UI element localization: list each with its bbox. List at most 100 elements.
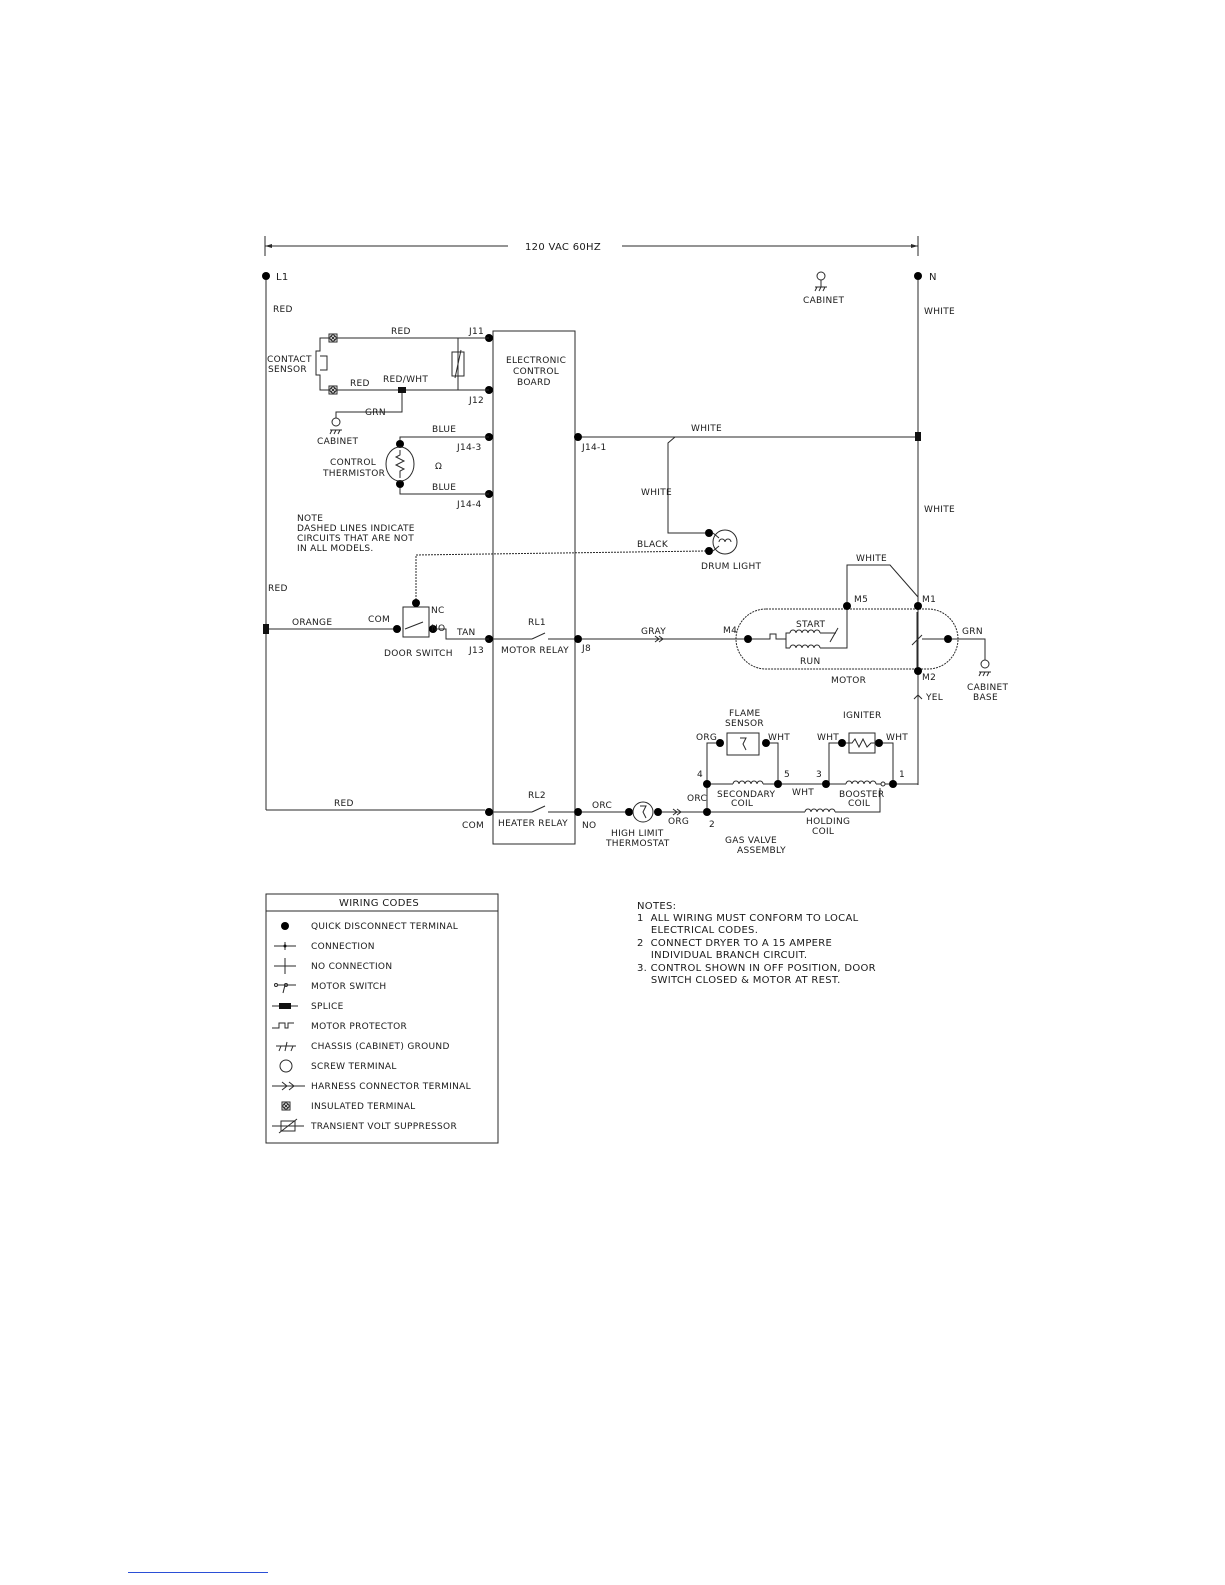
- ecb-label-2: CONTROL: [513, 367, 559, 377]
- transient-volt-suppressor-icon: [272, 1118, 304, 1134]
- transient-volt-suppressor: [451, 337, 489, 391]
- drum-light: [705, 529, 738, 555]
- legend-item-4: SPLICE: [311, 1002, 344, 1012]
- j11-label: J11: [468, 327, 484, 337]
- legend-item-6: CHASSIS (CABINET) GROUND: [311, 1042, 450, 1052]
- door-switch-com-label: COM: [368, 615, 390, 625]
- no-label: NO: [582, 821, 596, 831]
- valve-terminal-2-label: 2: [709, 820, 715, 830]
- sensor-top-wire-color: RED: [391, 327, 411, 337]
- j14-1-terminal-icon: [574, 433, 582, 441]
- motor-ground-wire-color: GRN: [962, 627, 983, 637]
- secondary-coil-label-2: COIL: [731, 799, 753, 809]
- sensor-bottom-wire-color: RED: [350, 379, 370, 389]
- igniter: [828, 732, 894, 784]
- valve-terminal-1-icon: [889, 780, 897, 788]
- heater-relay-label: HEATER RELAY: [498, 819, 568, 829]
- rl2-label: RL2: [528, 791, 546, 801]
- ecb-label-1: ELECTRONIC: [506, 356, 566, 366]
- valve-terminal-4-icon: [703, 780, 711, 788]
- footer-link-underline[interactable]: [128, 1572, 268, 1573]
- flame-sensor-label-1: FLAME: [729, 709, 761, 719]
- l1-label: L1: [276, 272, 289, 283]
- notes-block: NOTES: 1 ALL WIRING MUST CONFORM TO LOCA…: [637, 901, 876, 986]
- rl1-label: RL1: [528, 618, 546, 628]
- gray-wire-color: GRAY: [641, 627, 666, 637]
- yel-wire-color: YEL: [925, 693, 943, 703]
- igniter-right-wire-color: WHT: [886, 733, 908, 743]
- m1-label: M1: [922, 595, 936, 605]
- motor-relay-label: MOTOR RELAY: [501, 646, 569, 656]
- insulated-terminal-icon: [281, 1101, 291, 1111]
- valve-terminal-3-icon: [822, 780, 830, 788]
- legend-item-3: MOTOR SWITCH: [311, 982, 386, 992]
- red-wht-wire-color: RED/WHT: [383, 375, 428, 385]
- dashed-note-4: IN ALL MODELS.: [297, 544, 374, 554]
- l1-splice: [263, 624, 269, 634]
- flame-sensor: [706, 732, 779, 784]
- j12-label: J12: [468, 396, 484, 406]
- motor: [735, 602, 959, 675]
- gas-valve-label-2: ASSEMBLY: [737, 846, 786, 856]
- com-label: COM: [462, 821, 484, 831]
- sensor-ground-wire-color: GRN: [365, 408, 386, 418]
- j8-terminal-icon: [574, 635, 582, 643]
- legend-item-9: INSULATED TERMINAL: [311, 1102, 416, 1112]
- legend-item-2: NO CONNECTION: [311, 962, 392, 972]
- notes-title: NOTES:: [637, 901, 676, 912]
- igniter-left-wire-color: WHT: [817, 733, 839, 743]
- m5-wire-color: WHITE: [856, 554, 887, 564]
- n-wire-color-lower: WHITE: [924, 505, 955, 515]
- black-wire-color: BLACK: [637, 540, 669, 550]
- heater-orc-wire-color: ORC: [592, 801, 612, 811]
- flame-wht-wire-color: WHT: [768, 733, 790, 743]
- tan-wire-color: TAN: [456, 628, 476, 638]
- valve-wht-wire-color: WHT: [792, 788, 814, 798]
- j14-1-label: J14-1: [581, 443, 607, 453]
- holding-coil: [711, 788, 881, 813]
- m4-label: M4: [723, 626, 737, 636]
- cabinet-base-label-2: BASE: [973, 693, 998, 703]
- valve-terminal-5-icon: [774, 780, 782, 788]
- secondary-coil: [711, 780, 774, 785]
- notes-line-1: ELECTRICAL CODES.: [637, 925, 758, 936]
- high-limit-label-1: HIGH LIMIT: [611, 829, 664, 839]
- motor-protector-icon: [272, 1022, 294, 1029]
- screw-terminal-icon: [279, 1059, 293, 1073]
- supply-label: 120 VAC 60HZ: [525, 242, 601, 253]
- notes-line-4: 3. CONTROL SHOWN IN OFF POSITION, DOOR: [637, 963, 876, 974]
- heater-org-wire-color: ORG: [668, 817, 689, 827]
- l1-wire-color: RED: [273, 305, 293, 315]
- heater-relay: [493, 805, 575, 813]
- valve-terminal-5-label: 5: [784, 770, 790, 780]
- drum-light-wire-color: WHITE: [641, 488, 672, 498]
- thermistor-top-wire-color: BLUE: [432, 425, 456, 435]
- motor-label: MOTOR: [831, 676, 866, 686]
- cabinet-base-ground: [978, 659, 992, 677]
- notes-line-5: SWITCH CLOSED & MOTOR AT REST.: [637, 975, 841, 986]
- j13-label: J13: [468, 646, 484, 656]
- sensor-cabinet-ground: [329, 417, 343, 435]
- no-connection-icon: [274, 958, 296, 974]
- ecb-label-3: BOARD: [517, 378, 551, 388]
- n-terminal: [914, 272, 922, 280]
- motor-relay: [493, 632, 575, 640]
- valve-orc-wire-color: ORC: [687, 794, 707, 804]
- booster-coil: [830, 780, 889, 787]
- dashed-note-2: DASHED LINES INDICATE: [297, 524, 415, 534]
- splice-icon: [272, 1003, 298, 1009]
- flame-org-wire-color: ORG: [696, 733, 717, 743]
- legend-item-0: QUICK DISCONNECT TERMINAL: [311, 922, 458, 932]
- door-switch-label: DOOR SWITCH: [384, 649, 453, 659]
- contact-sensor: [315, 333, 338, 395]
- flame-sensor-label-2: SENSOR: [725, 719, 764, 729]
- m5-label: M5: [854, 595, 868, 605]
- holding-coil-label-1: HOLDING: [806, 817, 850, 827]
- legend-item-7: SCREW TERMINAL: [311, 1062, 397, 1072]
- n-splice: [915, 432, 921, 441]
- legend-item-1: CONNECTION: [311, 942, 375, 952]
- supply-dimension: 120 VAC 60HZ: [264, 236, 919, 256]
- j14-3-label: J14-3: [456, 443, 482, 453]
- chassis-ground-icon: [276, 1041, 296, 1052]
